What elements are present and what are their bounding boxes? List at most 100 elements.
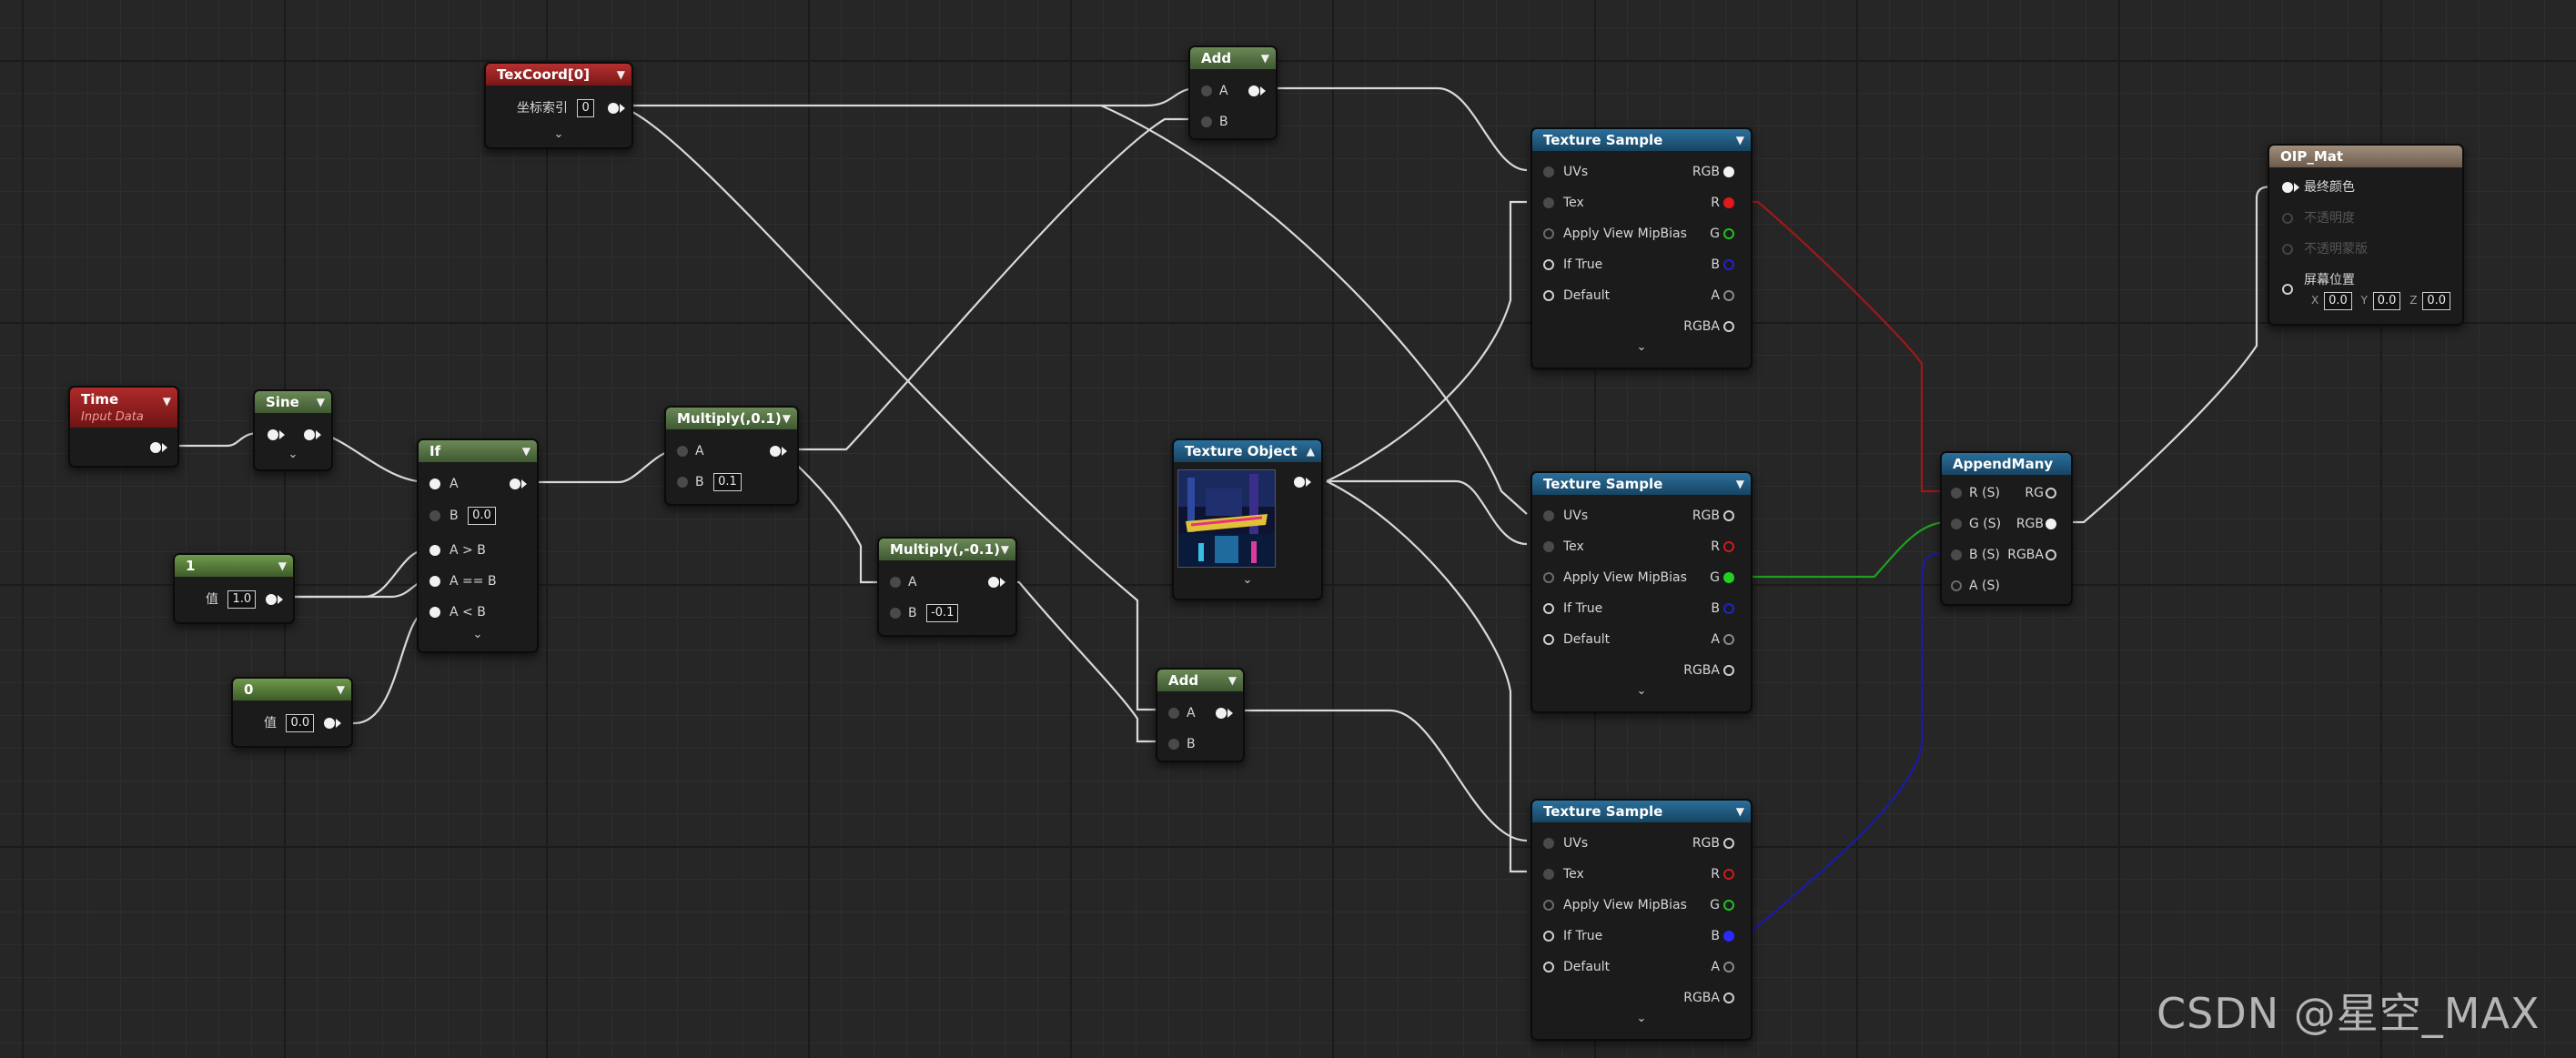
- ts1-input-default[interactable]: [1543, 290, 1554, 301]
- sine-node[interactable]: Sine ▼ ⌄: [253, 389, 333, 471]
- ts2-output-a[interactable]: [1723, 634, 1734, 645]
- ts2-output-rgb[interactable]: [1723, 510, 1734, 521]
- chevron-down-icon[interactable]: ▼: [316, 396, 325, 408]
- add-top-output-pin[interactable]: [1248, 86, 1259, 96]
- material-input-opacity[interactable]: [2282, 213, 2293, 224]
- if-input-pin-agtb[interactable]: [429, 545, 440, 556]
- multiply-neg-output-pin[interactable]: [988, 577, 999, 588]
- expand-chevron-icon[interactable]: ⌄: [472, 628, 483, 641]
- ts3-input-uvs[interactable]: [1543, 838, 1554, 849]
- ts1-output-a[interactable]: [1723, 290, 1734, 301]
- texture-sample-node[interactable]: Texture Sample ▼ UVs Tex Apply View MipB…: [1530, 471, 1753, 713]
- append-input-g[interactable]: [1951, 519, 1962, 529]
- material-input-screen-position[interactable]: [2282, 284, 2293, 295]
- texture-sample-header[interactable]: Texture Sample ▼: [1532, 473, 1751, 495]
- multiply-pos-output-pin[interactable]: [770, 446, 781, 457]
- chevron-down-icon[interactable]: ▼: [1735, 478, 1744, 490]
- add-bottom-node[interactable]: Add ▼ A B: [1156, 668, 1245, 762]
- material-input-opacity-mask[interactable]: [2282, 244, 2293, 255]
- ts1-output-rgb[interactable]: [1723, 166, 1734, 177]
- multiply-pos-input-b[interactable]: [677, 477, 688, 488]
- ts2-input-default[interactable]: [1543, 634, 1554, 645]
- ts2-output-r[interactable]: [1723, 541, 1734, 552]
- add-top-input-a[interactable]: [1201, 86, 1212, 96]
- expand-chevron-icon[interactable]: ⌄: [288, 448, 298, 461]
- chevron-down-icon[interactable]: ▼: [1735, 805, 1744, 818]
- chevron-down-icon[interactable]: ▼: [162, 395, 171, 408]
- constant-1-value-field[interactable]: 1.0: [227, 590, 257, 609]
- multiply-pos-node[interactable]: Multiply(,0.1) ▼ A B 0.1: [664, 406, 799, 506]
- time-node[interactable]: Time Input Data ▼: [68, 386, 179, 468]
- ts2-input-uvs[interactable]: [1543, 510, 1554, 521]
- if-header[interactable]: If ▼: [419, 440, 537, 462]
- ts3-output-g[interactable]: [1723, 900, 1734, 911]
- chevron-down-icon[interactable]: ▼: [1735, 134, 1744, 146]
- multiply-neg-b-field[interactable]: -0.1: [926, 604, 959, 622]
- if-node[interactable]: If ▼ A B 0.0 A > B A == B A < B ⌄: [417, 438, 539, 653]
- texcoord-output-pin[interactable]: [608, 103, 619, 114]
- texcoord-index-field[interactable]: 0: [577, 99, 594, 117]
- add-top-node[interactable]: Add ▼ A B: [1188, 45, 1278, 140]
- add-top-header[interactable]: Add ▼: [1190, 47, 1276, 69]
- multiply-neg-input-b[interactable]: [890, 608, 901, 619]
- texture-sample-node[interactable]: Texture Sample ▼ UVs Tex Apply View MipB…: [1530, 799, 1753, 1041]
- time-header[interactable]: Time Input Data ▼: [70, 388, 177, 428]
- ts1-output-b[interactable]: [1723, 259, 1734, 270]
- ts3-input-tex[interactable]: [1543, 869, 1554, 880]
- if-input-pin-b[interactable]: [429, 510, 440, 521]
- ts3-output-r[interactable]: [1723, 869, 1734, 880]
- if-input-pin-aeqb[interactable]: [429, 576, 440, 587]
- if-b-value-field[interactable]: 0.0: [468, 507, 496, 525]
- material-y-field[interactable]: 0.0: [2372, 291, 2401, 310]
- constant-0-node[interactable]: 0 ▼ 值 0.0: [231, 677, 353, 748]
- add-bottom-output-pin[interactable]: [1216, 708, 1227, 719]
- texture-sample-node[interactable]: Texture Sample ▼ UVs Tex Apply View MipB…: [1530, 127, 1753, 369]
- multiply-pos-header[interactable]: Multiply(,0.1) ▼: [666, 408, 797, 429]
- multiply-neg-node[interactable]: Multiply(,-0.1) ▼ A B -0.1: [877, 537, 1017, 637]
- multiply-neg-header[interactable]: Multiply(,-0.1) ▼: [879, 539, 1015, 560]
- material-x-field[interactable]: 0.0: [2324, 291, 2352, 310]
- ts3-output-b[interactable]: [1723, 931, 1734, 942]
- ts1-output-r[interactable]: [1723, 197, 1734, 208]
- constant-1-output-pin[interactable]: [266, 594, 277, 605]
- append-many-header[interactable]: AppendMany: [1942, 453, 2071, 475]
- append-output-rgb[interactable]: [2046, 519, 2056, 529]
- texture-object-header[interactable]: Texture Object ▲: [1174, 440, 1321, 462]
- ts3-input-default[interactable]: [1543, 962, 1554, 972]
- constant-0-value-field[interactable]: 0.0: [286, 714, 315, 732]
- ts2-output-b[interactable]: [1723, 603, 1734, 614]
- expand-chevron-icon[interactable]: ⌄: [1636, 684, 1647, 698]
- ts2-input-mipbias[interactable]: [1543, 572, 1554, 583]
- constant-1-header[interactable]: 1 ▼: [175, 555, 293, 577]
- ts2-input-iftrue[interactable]: [1543, 603, 1554, 614]
- ts2-input-tex[interactable]: [1543, 541, 1554, 552]
- material-output-header[interactable]: OIP_Mat: [2269, 146, 2462, 167]
- time-output-pin[interactable]: [150, 442, 161, 453]
- multiply-neg-input-a[interactable]: [890, 577, 901, 588]
- constant-0-header[interactable]: 0 ▼: [233, 679, 351, 700]
- constant-0-output-pin[interactable]: [324, 718, 335, 729]
- ts1-output-rgba[interactable]: [1723, 321, 1734, 332]
- chevron-down-icon[interactable]: ▼: [278, 559, 287, 572]
- append-many-node[interactable]: AppendMany R (S) G (S) B (S) A (S) RG RG…: [1940, 451, 2073, 606]
- texture-object-output-pin[interactable]: [1294, 477, 1305, 488]
- ts1-input-mipbias[interactable]: [1543, 228, 1554, 239]
- if-input-pin-altb[interactable]: [429, 607, 440, 618]
- expand-chevron-icon[interactable]: ⌄: [1636, 1012, 1647, 1025]
- chevron-down-icon[interactable]: ▼: [521, 445, 530, 458]
- append-output-rg[interactable]: [2046, 488, 2056, 499]
- texcoord-header[interactable]: TexCoord[0] ▼: [486, 64, 631, 86]
- ts3-output-rgba[interactable]: [1723, 993, 1734, 1003]
- add-bottom-input-a[interactable]: [1168, 708, 1179, 719]
- expand-chevron-icon[interactable]: ⌄: [553, 127, 564, 141]
- ts3-output-a[interactable]: [1723, 962, 1734, 972]
- texture-sample-header[interactable]: Texture Sample ▼: [1532, 129, 1751, 151]
- append-input-r[interactable]: [1951, 488, 1962, 499]
- chevron-up-icon[interactable]: ▲: [1306, 445, 1315, 458]
- sine-output-pin[interactable]: [304, 429, 315, 440]
- chevron-down-icon[interactable]: ▼: [782, 412, 791, 425]
- chevron-down-icon[interactable]: ▼: [1260, 52, 1269, 65]
- expand-chevron-icon[interactable]: ⌄: [1636, 340, 1647, 354]
- add-bottom-input-b[interactable]: [1168, 739, 1179, 750]
- chevron-down-icon[interactable]: ▼: [1000, 543, 1009, 556]
